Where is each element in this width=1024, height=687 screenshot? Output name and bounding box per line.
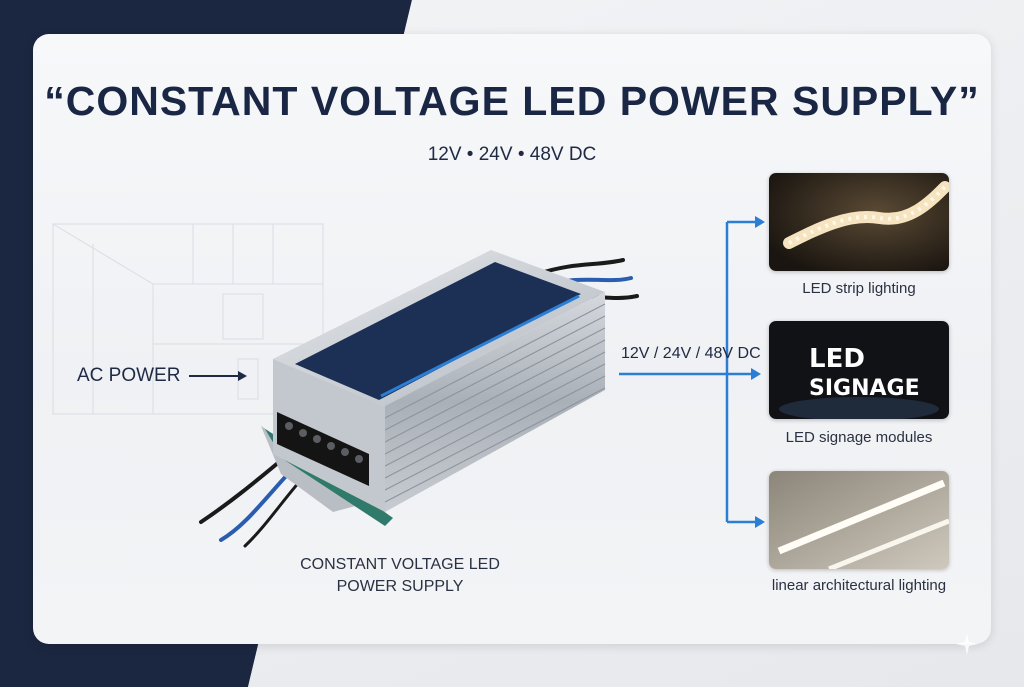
led-signage-caption: LED signage modules bbox=[785, 429, 933, 446]
sparkle-icon bbox=[956, 633, 978, 655]
page-title: “CONSTANT VOLTAGE LED POWER SUPPLY” bbox=[44, 78, 980, 124]
power-supply-label: CONSTANT VOLTAGE LED POWER SUPPLY bbox=[295, 554, 505, 598]
linear-lighting-caption: linear architectural lighting bbox=[771, 577, 947, 594]
voltage-subtitle: 12V • 24V • 48V DC bbox=[427, 144, 597, 165]
led-signage-image: LED SIGNAGE bbox=[769, 321, 949, 419]
infographic-card: “CONSTANT VOLTAGE LED POWER SUPPLY” 12V … bbox=[33, 34, 991, 644]
signage-text-line2: SIGNAGE bbox=[809, 376, 920, 401]
arrow-head-signage bbox=[751, 368, 761, 380]
dc-output-label: 12V / 24V / 48V DC bbox=[621, 345, 761, 362]
led-strip-image bbox=[769, 173, 949, 271]
ac-input-arrow bbox=[189, 371, 247, 381]
arrow-head-strip bbox=[755, 216, 765, 228]
ac-power-label: AC POWER bbox=[77, 365, 181, 386]
arrow-head-linear bbox=[755, 516, 765, 528]
signage-text-line1: LED bbox=[809, 344, 865, 374]
power-supply-unit bbox=[261, 250, 606, 526]
power-supply-label-line1: CONSTANT VOLTAGE LED bbox=[300, 556, 500, 573]
power-supply-label-line2: POWER SUPPLY bbox=[336, 578, 464, 595]
output-branch-arrows bbox=[619, 220, 755, 524]
linear-lighting-image bbox=[769, 471, 949, 569]
led-strip-caption: LED strip lighting bbox=[802, 280, 916, 297]
flow-diagram bbox=[189, 216, 765, 548]
